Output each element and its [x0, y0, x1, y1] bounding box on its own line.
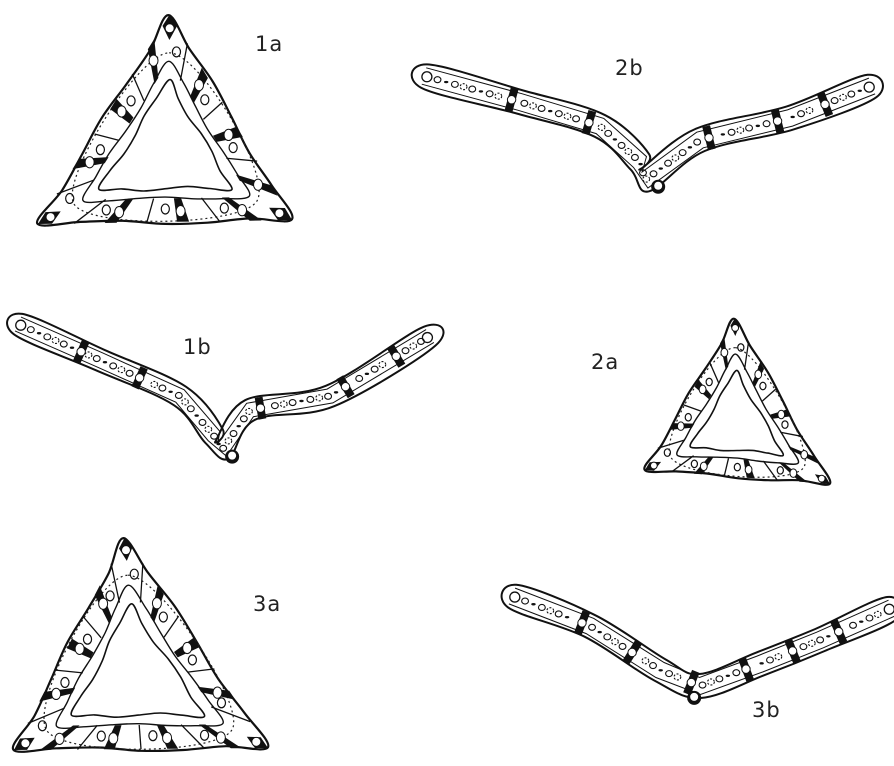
cell-pore	[117, 106, 126, 117]
cell-pore	[216, 732, 225, 743]
cell-pore	[254, 179, 263, 190]
cell-dash	[726, 675, 730, 677]
cell-pore	[745, 465, 752, 474]
corner-pore	[46, 213, 55, 222]
corner-pore	[818, 475, 825, 482]
cell-pore	[99, 598, 108, 609]
cell-pore	[149, 55, 158, 66]
section-outline	[502, 585, 894, 698]
cell-pore	[55, 733, 64, 744]
cell-dash	[790, 116, 794, 118]
cell-pore	[256, 404, 264, 412]
cell-pore	[834, 627, 842, 635]
cell-pore	[755, 370, 762, 379]
cell-pore	[687, 678, 695, 686]
cell-pore	[224, 129, 233, 140]
cell-pore	[677, 422, 684, 431]
cell-pore	[176, 206, 185, 217]
cell-pore	[585, 118, 593, 126]
cell-dash	[858, 90, 862, 92]
cell-dash	[37, 332, 41, 334]
cell-pore	[341, 382, 349, 390]
cell-pore	[392, 352, 400, 360]
cell-pore	[183, 642, 192, 653]
corner-pore	[732, 324, 739, 331]
cell-pore	[135, 374, 143, 382]
cell-pore	[578, 619, 586, 627]
corner-pore	[21, 739, 30, 748]
cell-dash	[216, 443, 220, 445]
cell-pore	[109, 733, 118, 744]
cell-dash	[756, 125, 760, 127]
cell-dash	[688, 146, 692, 148]
figure-2b-v-section	[412, 64, 883, 193]
cell-pore	[773, 117, 781, 125]
apex-pore	[228, 452, 236, 460]
cell-pore	[705, 134, 713, 142]
cell-pore	[152, 598, 161, 609]
corner-pore	[275, 209, 284, 218]
apex-pore	[654, 182, 662, 190]
figure-label-3a: 3a	[253, 592, 281, 616]
cell-dash	[168, 391, 172, 393]
cell-pore	[115, 206, 124, 217]
cell-dash	[299, 400, 303, 402]
cell-pore	[790, 469, 797, 478]
cell-pore	[778, 410, 785, 419]
cell-pore	[213, 687, 222, 698]
figure-label-2a: 2a	[591, 350, 619, 374]
cell-dash	[236, 425, 240, 427]
apex-pore	[690, 693, 698, 701]
figure-3a-triangle-section	[13, 537, 269, 752]
cell-dash	[659, 167, 663, 169]
corner-pore	[650, 462, 657, 469]
cell-pore	[788, 647, 796, 655]
cell-pore	[195, 79, 204, 90]
corner-pore	[252, 737, 261, 746]
figure-3b-v-section	[502, 585, 894, 705]
cell-dash	[334, 391, 338, 393]
figure-2a-triangle-section	[644, 318, 830, 485]
cell-pore	[821, 100, 829, 108]
cell-dash	[759, 662, 763, 664]
cell-dash	[826, 635, 830, 637]
cell-pore	[628, 648, 636, 656]
cell-dash	[638, 163, 642, 165]
cell-dash	[103, 361, 107, 363]
corner-pore	[165, 24, 174, 33]
figure-label-1a: 1a	[255, 32, 283, 56]
cell-dash	[613, 138, 617, 140]
cell-pore	[699, 385, 706, 394]
cell-dash	[721, 133, 725, 135]
figure-label-3b: 3b	[752, 698, 781, 722]
corner-pore	[121, 546, 130, 555]
cell-dash	[531, 603, 535, 605]
cell-pore	[801, 450, 808, 459]
cell-pore	[700, 462, 707, 471]
figure-label-1b: 1b	[183, 335, 212, 359]
cell-pore	[163, 732, 172, 743]
cell-pore	[742, 665, 750, 673]
cell-dash	[479, 90, 483, 92]
figure-label-2b: 2b	[615, 56, 644, 80]
section-outline	[7, 314, 443, 460]
cell-dash	[658, 669, 662, 671]
cell-pore	[75, 643, 84, 654]
cell-pore	[721, 348, 728, 357]
cell-pore	[85, 157, 94, 168]
cell-pore	[77, 348, 85, 356]
cell-dash	[444, 81, 448, 83]
cell-dash	[365, 373, 369, 375]
cell-pore	[52, 688, 61, 699]
cell-dash	[70, 347, 74, 349]
cell-pore	[238, 205, 247, 216]
figure-1b-v-section	[7, 314, 443, 464]
cell-dash	[194, 414, 198, 416]
cell-dash	[859, 620, 863, 622]
cell-dash	[597, 631, 601, 633]
cell-dash	[548, 110, 552, 112]
cell-pore	[507, 96, 515, 104]
cell-dash	[565, 616, 569, 618]
